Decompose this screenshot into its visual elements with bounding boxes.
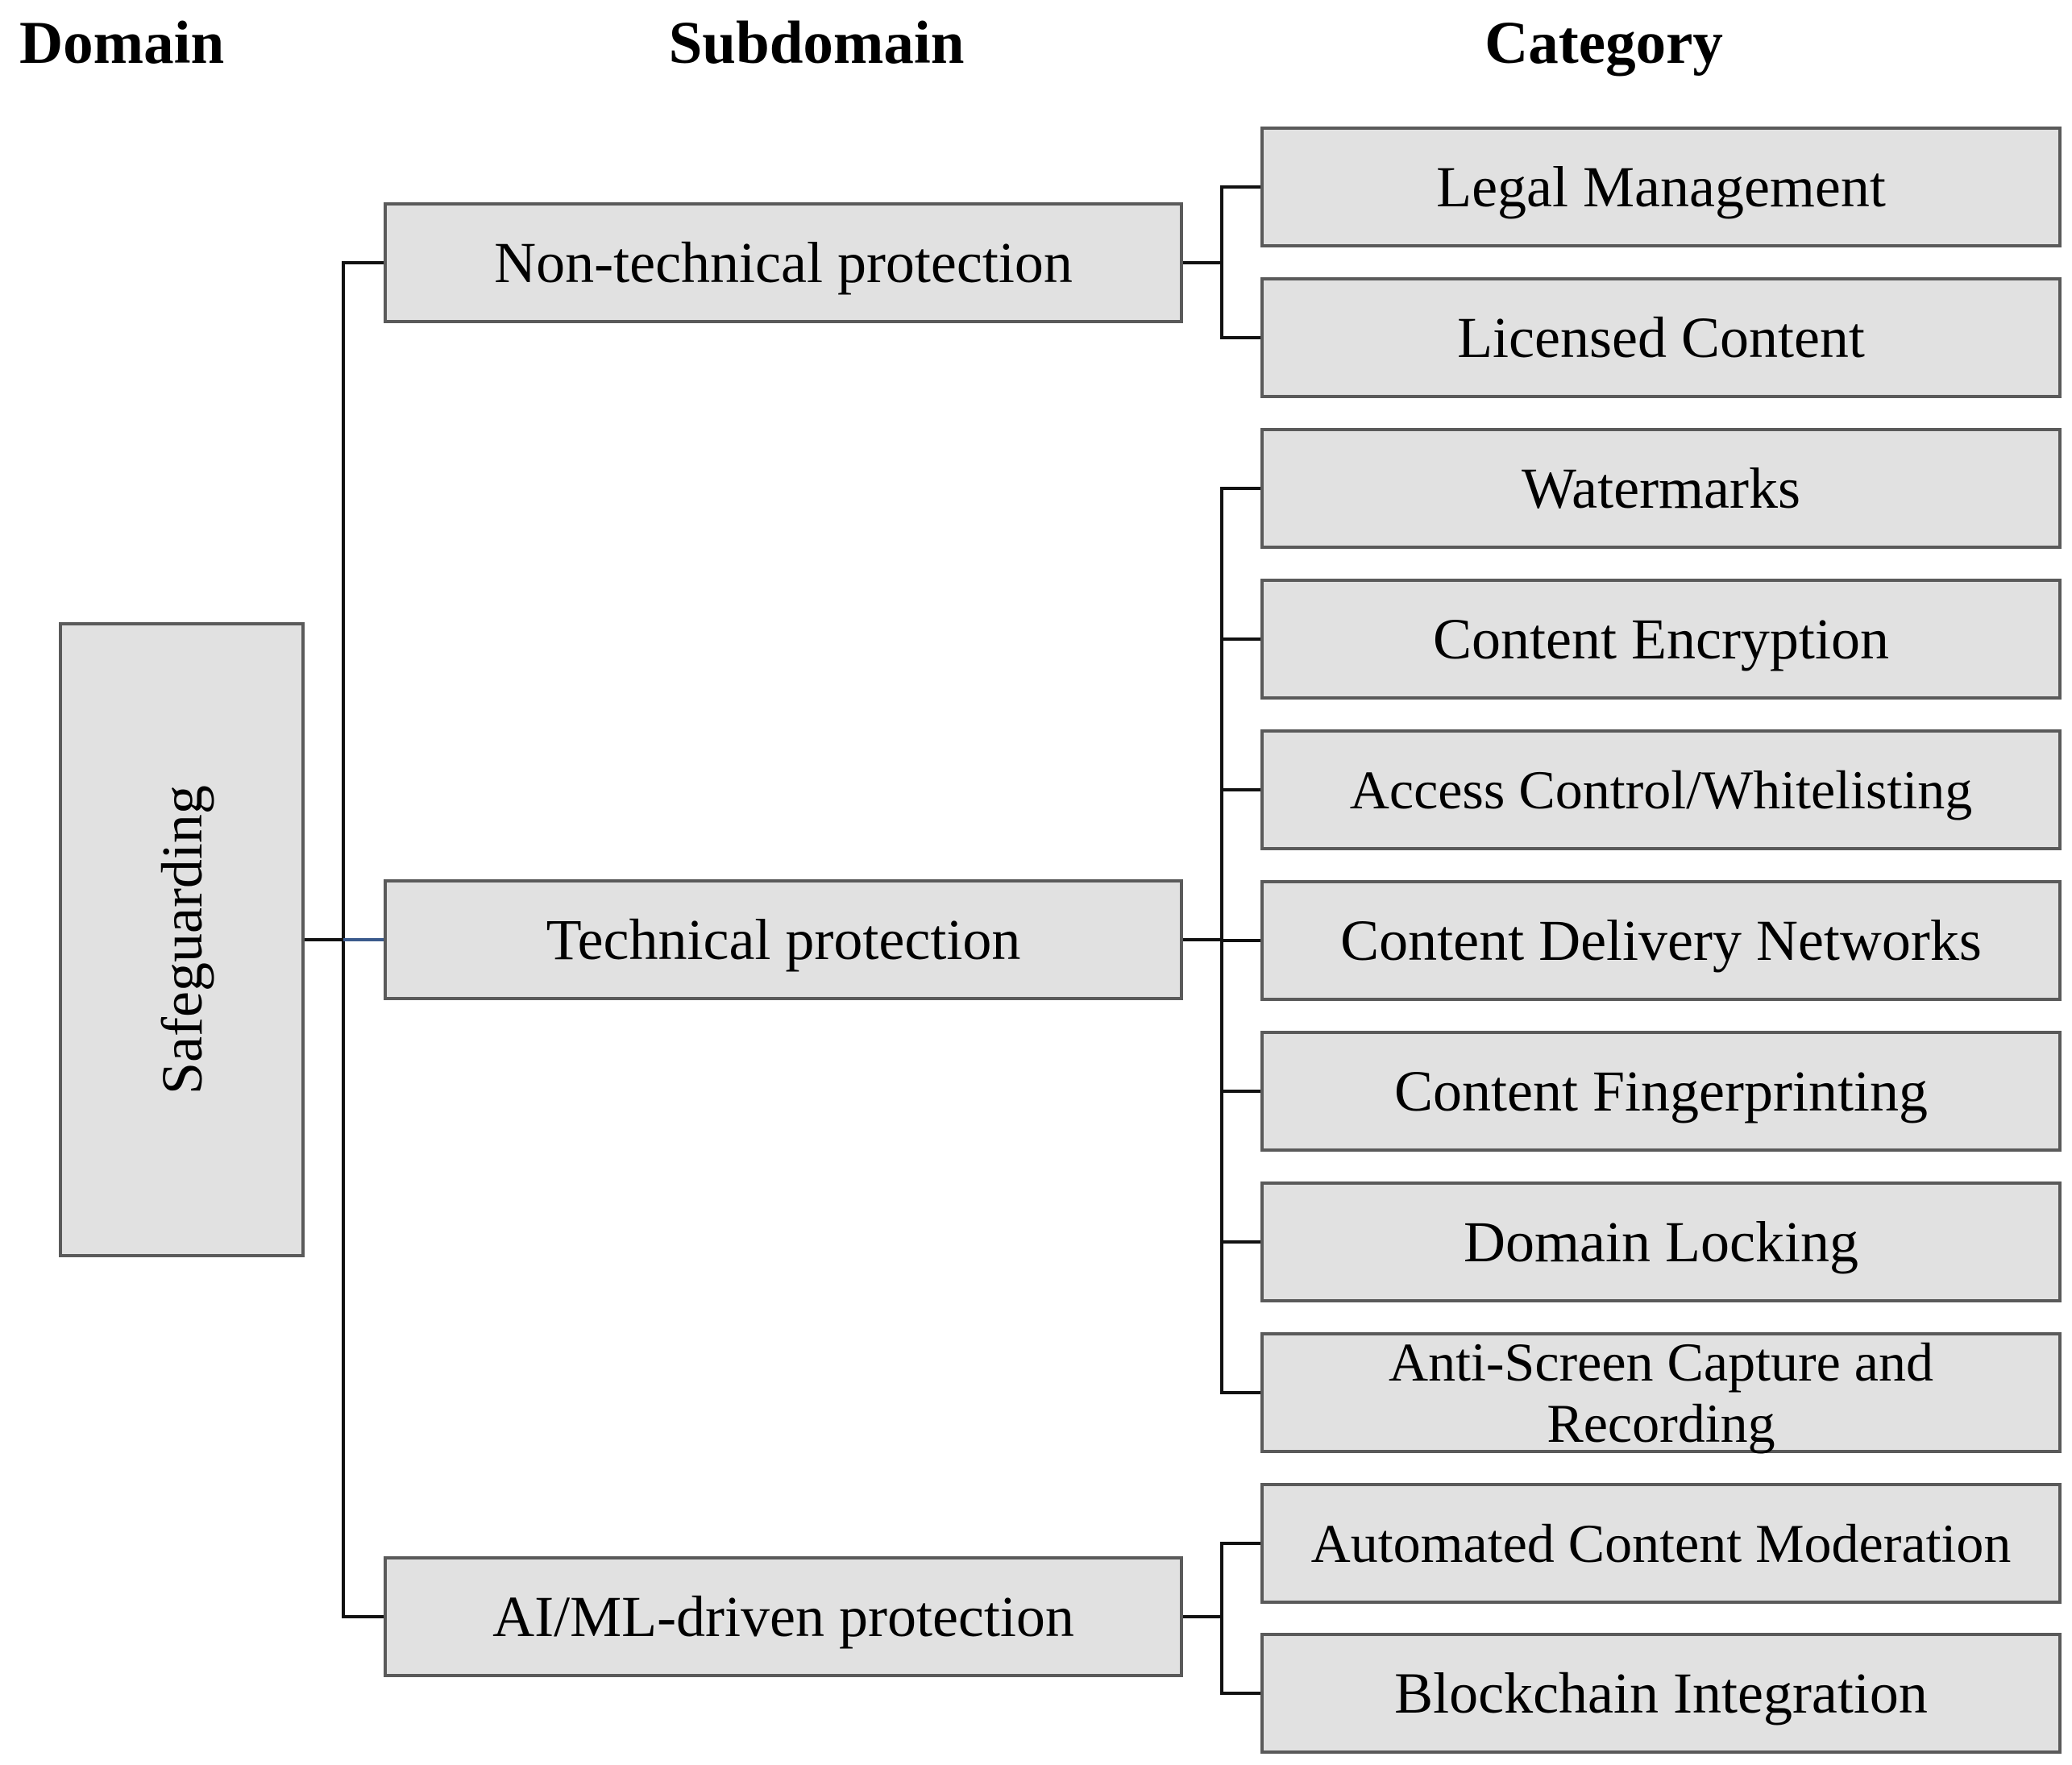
connector-subdomain-out-1 bbox=[1183, 938, 1222, 941]
category-box-1-3: Content Delivery Networks bbox=[1260, 880, 2062, 1001]
category-box-1-1-label: Content Encryption bbox=[1433, 607, 1889, 671]
subdomain-box-2: AI/ML-driven protection bbox=[384, 1556, 1183, 1677]
header-subdomain: Subdomain bbox=[668, 10, 965, 77]
category-box-1-0-label: Watermarks bbox=[1521, 456, 1801, 521]
connector-subdomain-2 bbox=[343, 1615, 384, 1618]
subdomain-box-0-label: Non-technical protection bbox=[494, 230, 1073, 295]
category-box-0-0: Legal Management bbox=[1260, 127, 2062, 247]
category-box-1-0: Watermarks bbox=[1260, 428, 2062, 549]
connector-subdomain-0 bbox=[343, 261, 384, 264]
domain-label: Safeguarding bbox=[149, 785, 214, 1094]
connector-subdomain-out-2 bbox=[1183, 1615, 1222, 1618]
category-box-1-4: Content Fingerprinting bbox=[1260, 1031, 2062, 1152]
connector-category-0-0 bbox=[1222, 185, 1260, 189]
connector-category-1-5 bbox=[1222, 1240, 1260, 1244]
connector-category-1-1 bbox=[1222, 637, 1260, 641]
category-box-0-1: Licensed Content bbox=[1260, 277, 2062, 398]
subdomain-box-2-label: AI/ML-driven protection bbox=[492, 1584, 1074, 1649]
domain-box: Safeguarding bbox=[59, 622, 305, 1257]
connector-category-2-0 bbox=[1222, 1542, 1260, 1545]
connector-category-2-1 bbox=[1222, 1692, 1260, 1695]
connector-category-1-2 bbox=[1222, 788, 1260, 791]
category-box-1-4-label: Content Fingerprinting bbox=[1394, 1059, 1928, 1123]
connector-subdomain-1 bbox=[343, 938, 384, 941]
category-box-1-1: Content Encryption bbox=[1260, 579, 2062, 700]
subdomain-box-1-label: Technical protection bbox=[546, 907, 1021, 972]
subdomain-box-0: Non-technical protection bbox=[384, 202, 1183, 323]
category-box-1-5: Domain Locking bbox=[1260, 1182, 2062, 1302]
connector-category-1-6 bbox=[1222, 1391, 1260, 1394]
connector-category-1-4 bbox=[1222, 1090, 1260, 1093]
connector-category-0-1 bbox=[1222, 336, 1260, 339]
category-box-2-0: Automated Content Moderation bbox=[1260, 1483, 2062, 1604]
category-box-1-6: Anti-Screen Capture and Recording bbox=[1260, 1331, 2062, 1454]
category-box-2-0-label: Automated Content Moderation bbox=[1310, 1513, 2012, 1574]
subdomain-box-1: Technical protection bbox=[384, 879, 1183, 1000]
category-box-2-1: Blockchain Integration bbox=[1260, 1633, 2062, 1754]
category-box-2-1-label: Blockchain Integration bbox=[1394, 1661, 1928, 1726]
category-box-0-1-label: Licensed Content bbox=[1457, 305, 1865, 370]
category-box-1-2: Access Control/Whitelisting bbox=[1260, 729, 2062, 850]
header-domain: Domain bbox=[19, 10, 225, 77]
category-box-1-2-label: Access Control/Whitelisting bbox=[1349, 759, 1973, 820]
category-box-1-6-label: Anti-Screen Capture and Recording bbox=[1389, 1331, 1933, 1454]
connector-category-1-0 bbox=[1222, 487, 1260, 490]
connector-subdomain-out-0 bbox=[1183, 261, 1222, 264]
header-category: Category bbox=[1484, 10, 1723, 77]
connector-domain bbox=[305, 938, 343, 941]
category-box-1-5-label: Domain Locking bbox=[1464, 1210, 1858, 1274]
connector-category-1-3 bbox=[1222, 939, 1260, 942]
spine-category-0 bbox=[1220, 185, 1223, 339]
spine-category-2 bbox=[1220, 1542, 1223, 1695]
category-box-0-0-label: Legal Management bbox=[1436, 155, 1886, 219]
category-box-1-3-label: Content Delivery Networks bbox=[1340, 908, 1982, 973]
